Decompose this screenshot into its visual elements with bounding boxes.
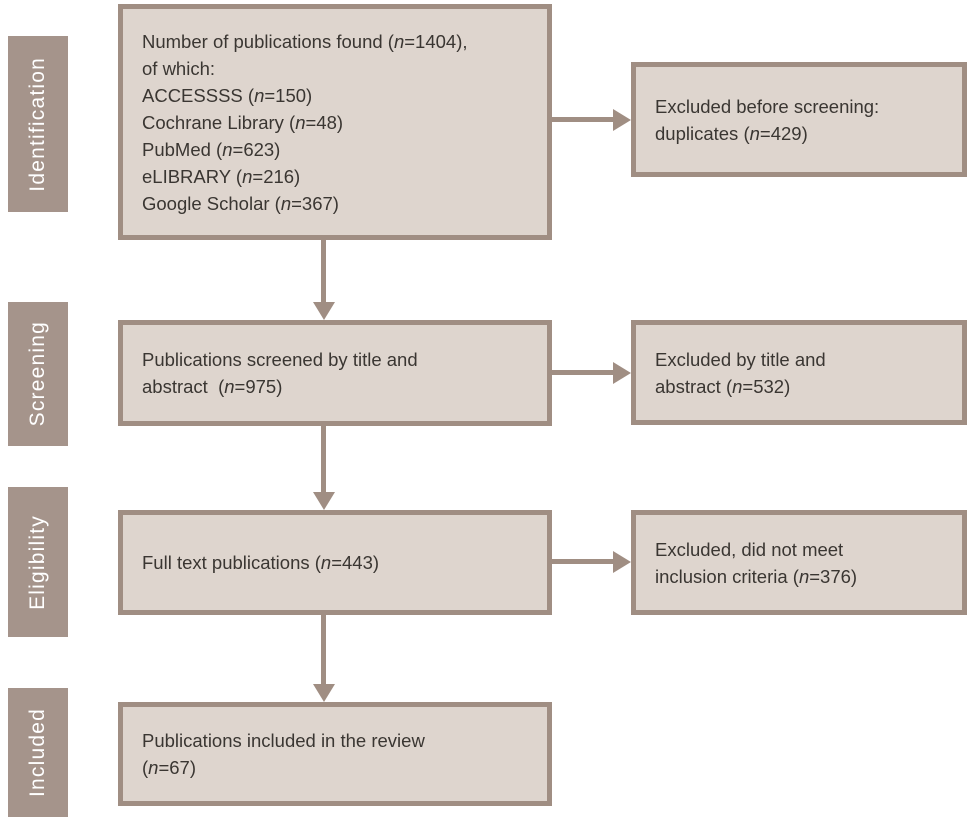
stage-label-identification: Identification bbox=[8, 36, 68, 212]
arrow-to-excluded-duplicates bbox=[552, 117, 614, 122]
arrow-to-excluded-inclusion-criteria bbox=[552, 559, 614, 564]
box-text-line: ACCESSSS (n=150) bbox=[142, 84, 313, 106]
stage-label-included: Included bbox=[8, 688, 68, 817]
full-text-records-box: Full text publications (n=443) bbox=[118, 510, 552, 615]
box-text-line: Publications included in the review bbox=[142, 730, 425, 751]
box-text-line: abstract (n=532) bbox=[655, 375, 791, 397]
box-text-line: PubMed (n=623) bbox=[142, 138, 281, 160]
stage-label-included-text: Included bbox=[26, 708, 49, 797]
box-text-line: inclusion criteria (n=376) bbox=[655, 565, 858, 587]
box-text-line: Excluded by title and bbox=[655, 348, 826, 370]
excluded-inclusion-criteria-box: Excluded, did not meet inclusion criteria… bbox=[631, 510, 967, 615]
box-text-line: abstract (n=975) bbox=[142, 376, 283, 397]
stage-label-screening-text: Screening bbox=[26, 321, 49, 427]
box-text-line: Excluded before screening: bbox=[655, 95, 880, 117]
box-text-line: duplicates (n=429) bbox=[655, 122, 808, 144]
excluded-title-abstract-box: Excluded by title and abstract (n=532) bbox=[631, 320, 967, 425]
box-text-line: Google Scholar (n=367) bbox=[142, 192, 339, 214]
box-text-line: eLIBRARY (n=216) bbox=[142, 165, 301, 187]
box-text-line: Number of publications found (n=1404), bbox=[142, 30, 468, 52]
box-text-line: Full text publications (n=443) bbox=[142, 552, 380, 573]
arrow-eligibility-to-included bbox=[321, 615, 326, 685]
stage-label-screening: Screening bbox=[8, 302, 68, 446]
arrow-screening-to-eligibility bbox=[321, 426, 326, 493]
box-text-line: Cochrane Library (n=48) bbox=[142, 111, 344, 133]
stage-label-eligibility-text: Eligibility bbox=[26, 514, 49, 610]
stage-label-eligibility: Eligibility bbox=[8, 487, 68, 637]
excluded-duplicates-box: Excluded before screening: duplicates (n=… bbox=[631, 62, 967, 177]
box-text-line: (n=67) bbox=[142, 757, 197, 778]
box-text-line: of which: bbox=[142, 57, 216, 79]
screening-records-box: Publications screened by title and abstra… bbox=[118, 320, 552, 426]
box-text-line: Excluded, did not meet bbox=[655, 538, 844, 560]
included-records-box: Publications included in the review (n=67… bbox=[118, 702, 552, 806]
box-text-line: Publications screened by title and bbox=[142, 349, 418, 370]
arrow-to-excluded-title-abstract bbox=[552, 370, 614, 375]
arrow-identification-to-screening bbox=[321, 240, 326, 303]
stage-label-identification-text: Identification bbox=[26, 56, 49, 192]
identification-records-box: Number of publications found (n=1404), of… bbox=[118, 4, 552, 240]
